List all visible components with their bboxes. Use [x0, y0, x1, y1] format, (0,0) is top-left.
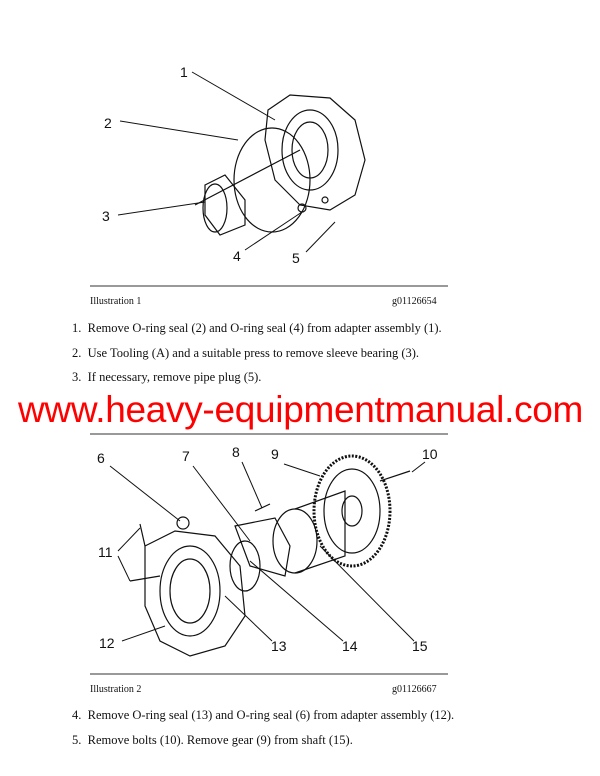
step-1: 1. Remove O-ring seal (2) and O-ring sea…: [72, 321, 442, 335]
callout-14: 14: [342, 638, 358, 654]
gear-shaft-drawing: [129, 454, 411, 657]
divider: [90, 285, 448, 287]
watermark: www.heavy-equipmentmanual.com: [18, 389, 584, 430]
callout-5: 5: [292, 250, 300, 266]
callout-8: 8: [232, 444, 240, 460]
step-5: 5. Remove bolts (10). Remove gear (9) fr…: [72, 733, 353, 747]
illustration-1-caption: Illustration 1: [90, 296, 142, 307]
step-2: 2. Use Tooling (A) and a suitable press …: [72, 346, 420, 360]
callout-11: 11: [98, 544, 113, 560]
callout-13: 13: [271, 638, 287, 654]
divider: [90, 673, 448, 675]
callout-10: 10: [422, 446, 438, 462]
callout-4: 4: [233, 248, 241, 264]
illustration-2: 6 7 8 9 10 11 12 13 14 15: [97, 444, 438, 657]
callout-1: 1: [180, 64, 188, 80]
callout-9: 9: [271, 446, 279, 462]
step-3: 3. If necessary, remove pipe plug (5).: [72, 370, 262, 384]
divider: [90, 433, 448, 435]
callout-12: 12: [99, 635, 115, 651]
callout-7: 7: [182, 448, 190, 464]
illustration-1-id: g01126654: [392, 296, 437, 307]
adapter-assembly-drawing: [194, 94, 366, 236]
illustration-1: 1 2 3 4 5: [102, 64, 366, 266]
callout-6: 6: [97, 450, 105, 466]
illustration-2-caption: Illustration 2: [90, 684, 142, 695]
callout-15: 15: [412, 638, 428, 654]
callout-3: 3: [102, 208, 110, 224]
illustration-2-id: g01126667: [392, 684, 437, 695]
callout-2: 2: [104, 115, 112, 131]
step-4: 4. Remove O-ring seal (13) and O-ring se…: [72, 708, 455, 722]
